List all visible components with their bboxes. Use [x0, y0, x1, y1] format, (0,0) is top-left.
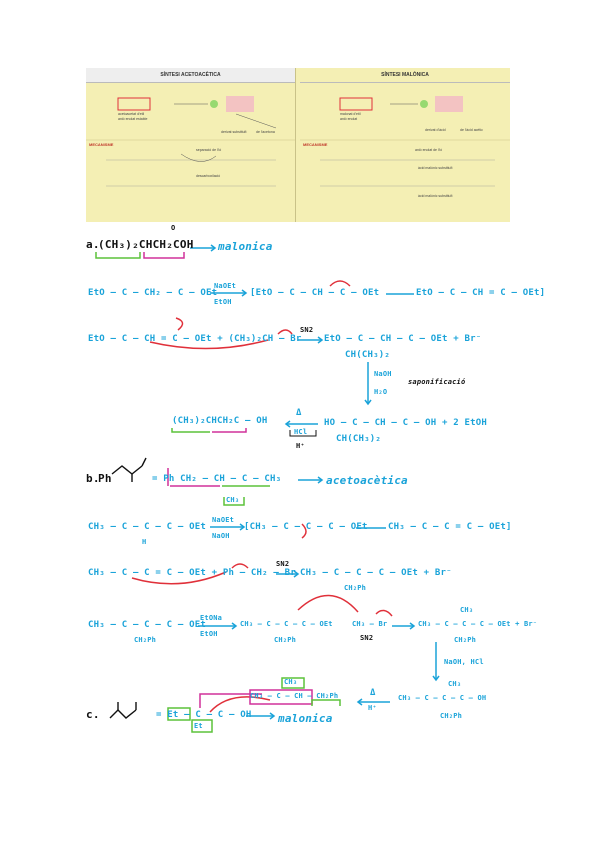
section-mecanisme-left: MECANISME [89, 142, 114, 147]
a-hplus: H⁺ [296, 442, 305, 450]
c-product: CH₃ – C – CH – CH₂Ph [250, 692, 339, 700]
caption-enolat-right: anió enolat [340, 117, 358, 121]
note-derivat: derivat substituït [221, 130, 247, 134]
note-derivat-acid: derivat d'àcid [425, 128, 446, 132]
note-acetona: de l'acetona [256, 130, 275, 134]
b-reagent-top: NaOEt [212, 516, 235, 524]
b-line2-right: CH₃ – C – C – C – OEt + Br⁻ [300, 568, 452, 578]
b-reagent3-top: EtONa [200, 614, 223, 622]
a-line1-right: EtO – C – CH = C – OEt] [416, 288, 546, 298]
b-line3-mid: CH₃ – C – C – C – OEt [240, 620, 333, 628]
panel-malonic: SÍNTESI MALÒNICA malonat d'etil anió eno… [300, 68, 510, 222]
c-product-top: CH₃ [284, 678, 298, 686]
section-mecanisme-right: MECANISME [303, 142, 328, 147]
panel-title-acetoacetic: SÍNTESI ACETOACÈTICA [86, 68, 295, 83]
a-line3-left: (CH₃)₂CHCH₂C – OH [172, 416, 268, 426]
b-line3-mid-sub: CH₂Ph [274, 636, 297, 644]
a-line2-sub: CH(CH₃)₂ [345, 350, 390, 360]
reference-figure: SÍNTESI ACETOACÈTICA acetoacetat d'etil … [86, 68, 510, 222]
b-hydrolysis: NaOH, HCl [444, 658, 484, 666]
a-reagent-bottom: EtOH [214, 298, 232, 306]
b-line1-h: H [142, 538, 147, 546]
a-hcl: HCl [294, 428, 308, 436]
b-expansion: = Ph CH₂ – CH – C – CH₃ [152, 474, 282, 484]
label-b: b. [86, 472, 100, 485]
b-line3-right-sub: CH₂Ph [454, 636, 477, 644]
a-sn2: SN2 [300, 326, 314, 334]
a-sap-label: saponificació [408, 378, 466, 386]
b-line3-right-top: CH₃ [460, 606, 474, 614]
b-reagent-bottom: NaOH [212, 532, 230, 540]
arrow-text-a: malonica [218, 240, 273, 253]
panel-acetoacetic: SÍNTESI ACETOACÈTICA acetoacetat d'etil … [86, 68, 296, 222]
b-line2-left: CH₃ – C – C = C – OEt + Ph – CH₂ – Br [88, 568, 296, 578]
b-line1-right: CH₃ – C – C = C – OEt] [388, 522, 512, 532]
a-line3-sub: CH(CH₃)₂ [336, 434, 381, 444]
b-delta: Δ [370, 688, 376, 698]
b-line4-right: CH₃ – C – C – C – OH [398, 694, 487, 702]
b-line3-sub: CH₂Ph [134, 636, 157, 644]
b-sn2: SN2 [276, 560, 290, 568]
b-line4-right-top: CH₃ [448, 680, 462, 688]
label-c: c. [86, 708, 100, 721]
a-line2-left: EtO – C – CH = C – OEt + (CH₃)₂CH – Br [88, 334, 302, 344]
mech-separacio: separació de l'ió [196, 148, 222, 152]
b-line4-right-sub: CH₂Ph [440, 712, 463, 720]
b-sn2b: SN2 [360, 634, 374, 642]
a-delta: Δ [296, 408, 302, 418]
panel-malonic-drawing [300, 96, 510, 187]
a-line3-right: HO – C – CH – C – OH + 2 EtOH [324, 418, 487, 428]
b-line1-left: CH₃ – C – C – C – OEt [88, 522, 206, 532]
mech-descarboxilacio: descarboxilació [196, 174, 221, 178]
target-b: Ph [98, 472, 112, 485]
label-a: a. [86, 238, 100, 251]
a-reagent-top: NaOEt [214, 282, 237, 290]
b-reagent3-bottom: EtOH [200, 630, 218, 638]
a-sap-top: NaOH [374, 370, 392, 378]
a-line1-mid: [EtO – C – CH – C – OEt [250, 288, 380, 298]
b-hplus: H⁺ [368, 704, 377, 712]
b-line3-left: CH₃ – C – C – C – OEt [88, 620, 206, 630]
b-sub: CH₃ [226, 496, 240, 504]
note-acid-acetic: de l'àcid acètic [460, 128, 483, 132]
caption-enolat: anió enolat estable [118, 117, 148, 121]
mech-malonic-sub-2: àcid malònic substituït [418, 194, 453, 198]
mech-anio: anió enolat de l'ió [415, 148, 443, 152]
target-a-oxygen: O [171, 224, 176, 232]
caption-acetoacetat: acetoacetat d'etil [118, 112, 145, 116]
b-line3-br: CH₃ – Br [352, 620, 388, 628]
caption-malonat: malonat d'etil [340, 112, 361, 116]
arrow-text-c: malonica [278, 712, 333, 725]
a-line2-right: EtO – C – CH – C – OEt + Br⁻ [324, 334, 482, 344]
b-line3-right: CH₃ – C – C – C – OEt + Br⁻ [418, 620, 538, 628]
arrow-text-b: acetoacètica [326, 474, 408, 487]
b-line2-sub: CH₂Ph [344, 584, 367, 592]
c-sub: Et [194, 722, 203, 730]
target-a: (CH₃)₂CHCH₂COH [98, 238, 194, 251]
b-line1-mid: [CH₃ – C – C – C – OEt [244, 522, 368, 532]
a-sap-bottom: H₂O [374, 388, 388, 396]
mech-malonic-sub: àcid malònic substituït [418, 166, 453, 170]
panel-acetoacetic-drawing [86, 96, 295, 187]
a-line1-left: EtO – C – CH₂ – C – OEt [88, 288, 218, 298]
c-expansion: = Et – C – C – OH [156, 710, 252, 720]
panel-title-malonic: SÍNTESI MALÒNICA [300, 68, 510, 83]
